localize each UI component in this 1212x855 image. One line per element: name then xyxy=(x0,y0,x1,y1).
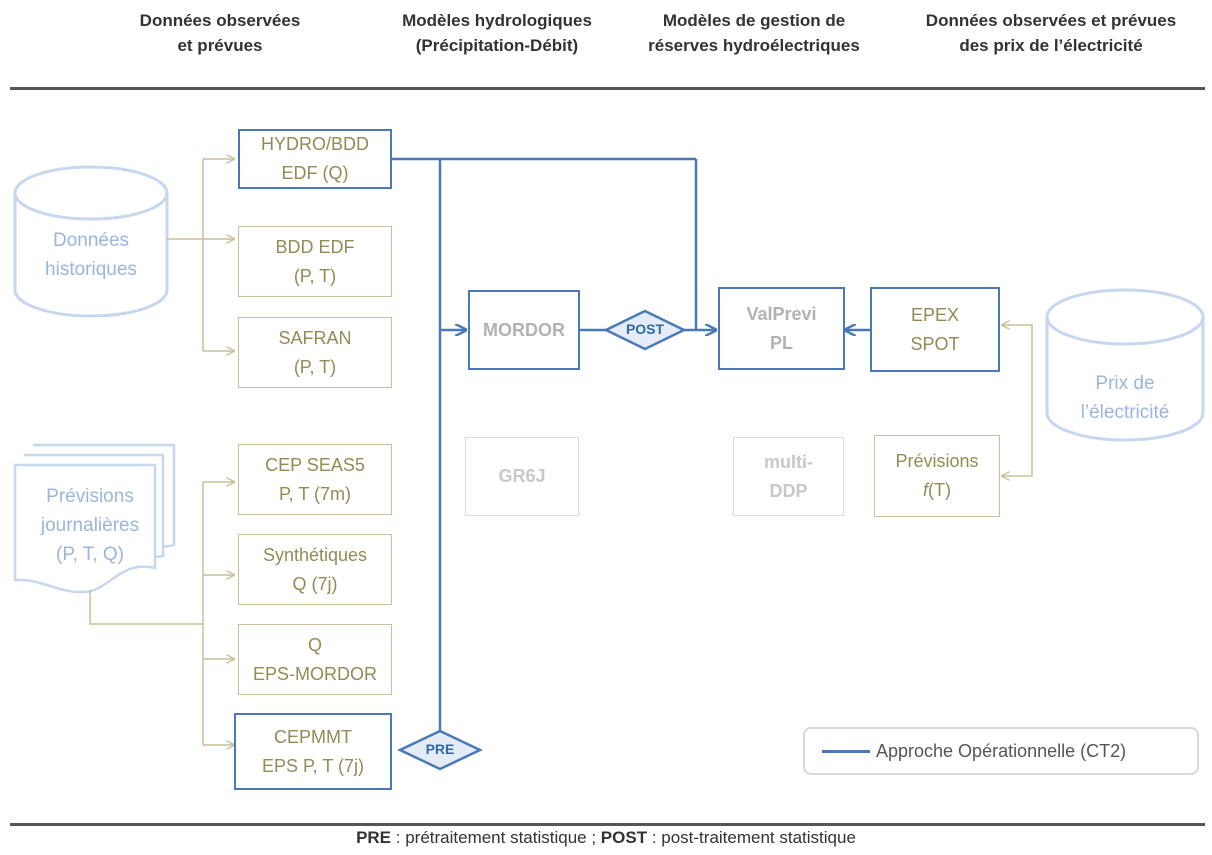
post-label: POST xyxy=(625,321,665,337)
eps-mordor-line2: EPS-MORDOR xyxy=(252,663,377,684)
bdd-edf-line2: (P, T) xyxy=(293,265,337,286)
cep-seas5-box: CEP SEAS5 P, T (7m) xyxy=(238,444,392,515)
header-hydro-line1: Modèles hydrologiques xyxy=(402,11,592,30)
previsions-fT-line2: f(T) xyxy=(923,476,951,505)
legend-line-swatch xyxy=(822,749,870,753)
operational-path xyxy=(392,157,870,752)
safran-line2: (P, T) xyxy=(293,356,337,377)
forecasts-label: Prévisions journalières (P, T, Q) xyxy=(15,482,165,569)
header-prices-line1: Données observées et prévues xyxy=(925,11,1177,30)
header-electricity-prices: Données observées et prévues des prix de… xyxy=(895,8,1207,58)
valprevi-box: ValPrevi PL xyxy=(718,287,845,370)
price-connectors xyxy=(1002,325,1033,476)
hydro-bdd-box: HYDRO/BDD EDF (Q) xyxy=(238,129,392,189)
historical-line2: historiques xyxy=(45,259,137,280)
previsions-fT-line1: Prévisions xyxy=(895,451,979,471)
multi-ddp-line2: DDP xyxy=(769,480,808,501)
cepmmt-line1: CEPMMT xyxy=(274,726,352,747)
cepmmt-line2: EPS P, T (7j) xyxy=(261,755,365,776)
header-management-line2: réserves hydroélectriques xyxy=(648,36,860,55)
cep-seas5-line1: CEP SEAS5 xyxy=(265,454,365,475)
footer-pre: PRE xyxy=(356,828,392,847)
header-observed-line2: et prévues xyxy=(177,36,263,55)
historical-line1: Données xyxy=(52,230,130,251)
header-hydro-line2: (Précipitation-Débit) xyxy=(415,36,579,55)
header-management-models: Modèles de gestion de réserves hydroélec… xyxy=(618,8,890,58)
gr6j-box: GR6J xyxy=(465,437,579,516)
forecasts-line3: (P, T, Q) xyxy=(56,544,124,565)
synthetiques-line2: Q (7j) xyxy=(292,573,338,594)
forecasts-line2: journalières xyxy=(40,515,140,536)
header-management-line1: Modèles de gestion de xyxy=(662,11,846,30)
safran-line1: SAFRAN xyxy=(278,327,352,348)
valprevi-line2: PL xyxy=(769,332,793,353)
pre-diamond xyxy=(397,729,483,771)
historical-data-cylinder xyxy=(13,165,169,318)
multi-ddp-box: multi- DDP xyxy=(733,437,844,516)
bdd-edf-box: BDD EDF (P, T) xyxy=(238,226,392,297)
post-diamond xyxy=(603,309,687,351)
epex-spot-line2: SPOT xyxy=(910,333,960,354)
cep-seas5-line2: P, T (7m) xyxy=(278,483,352,504)
top-divider xyxy=(10,87,1205,90)
header-observed-line1: Données observées xyxy=(139,11,301,30)
eps-mordor-box: Q EPS-MORDOR xyxy=(238,624,392,695)
safran-box: SAFRAN (P, T) xyxy=(238,317,392,388)
historical-data-label: Données historiques xyxy=(15,226,167,284)
header-prices-line2: des prix de l’électricité xyxy=(959,36,1143,55)
forecasts-connectors xyxy=(89,482,234,745)
synthetiques-box: Synthétiques Q (7j) xyxy=(238,534,392,605)
price-line2: l’électricité xyxy=(1080,402,1170,423)
multi-ddp-line1: multi- xyxy=(764,451,813,472)
historical-connectors xyxy=(167,159,234,351)
pre-label: PRE xyxy=(425,741,455,757)
header-hydrological-models: Modèles hydrologiques (Précipitation-Déb… xyxy=(372,8,622,58)
hydro-bdd-line2: EDF (Q) xyxy=(281,163,349,183)
header-observed-data: Données observées et prévues xyxy=(100,8,340,58)
bdd-edf-line1: BDD EDF xyxy=(275,236,355,257)
footer-post: POST xyxy=(600,828,648,847)
previsions-fT-box: Prévisions f(T) xyxy=(874,435,1000,517)
forecasts-multidocument xyxy=(13,443,176,594)
footer-caption: PRE : prétraitement statistique ; POST :… xyxy=(0,828,1212,848)
previsions-fT-f: f xyxy=(923,480,929,500)
legend-label: Approche Opérationnelle (CT2) xyxy=(876,740,1127,761)
cepmmt-box: CEPMMT EPS P, T (7j) xyxy=(234,713,392,790)
previsions-fT-T: (T) xyxy=(928,480,951,500)
epex-spot-line1: EPEX xyxy=(910,304,960,325)
valprevi-line1: ValPrevi xyxy=(746,303,817,324)
mordor-label: MORDOR xyxy=(483,319,565,340)
electricity-price-cylinder xyxy=(1045,288,1205,442)
gr6j-label: GR6J xyxy=(498,466,546,486)
synthetiques-line1: Synthétiques xyxy=(262,544,368,565)
footer-post-text: : post-traitement statistique xyxy=(647,828,856,847)
footer-pre-text: : prétraitement statistique ; xyxy=(391,828,601,847)
hydro-bdd-line1: HYDRO/BDD xyxy=(260,134,369,154)
epex-spot-box: EPEX SPOT xyxy=(870,287,1000,372)
bottom-divider xyxy=(10,823,1205,826)
eps-mordor-line1: Q xyxy=(307,634,322,655)
mordor-box: MORDOR xyxy=(468,290,580,370)
legend: Approche Opérationnelle (CT2) xyxy=(803,727,1199,775)
electricity-price-label: Prix de l’électricité xyxy=(1047,369,1203,427)
price-line1: Prix de xyxy=(1095,373,1155,394)
forecasts-line1: Prévisions xyxy=(46,486,134,507)
